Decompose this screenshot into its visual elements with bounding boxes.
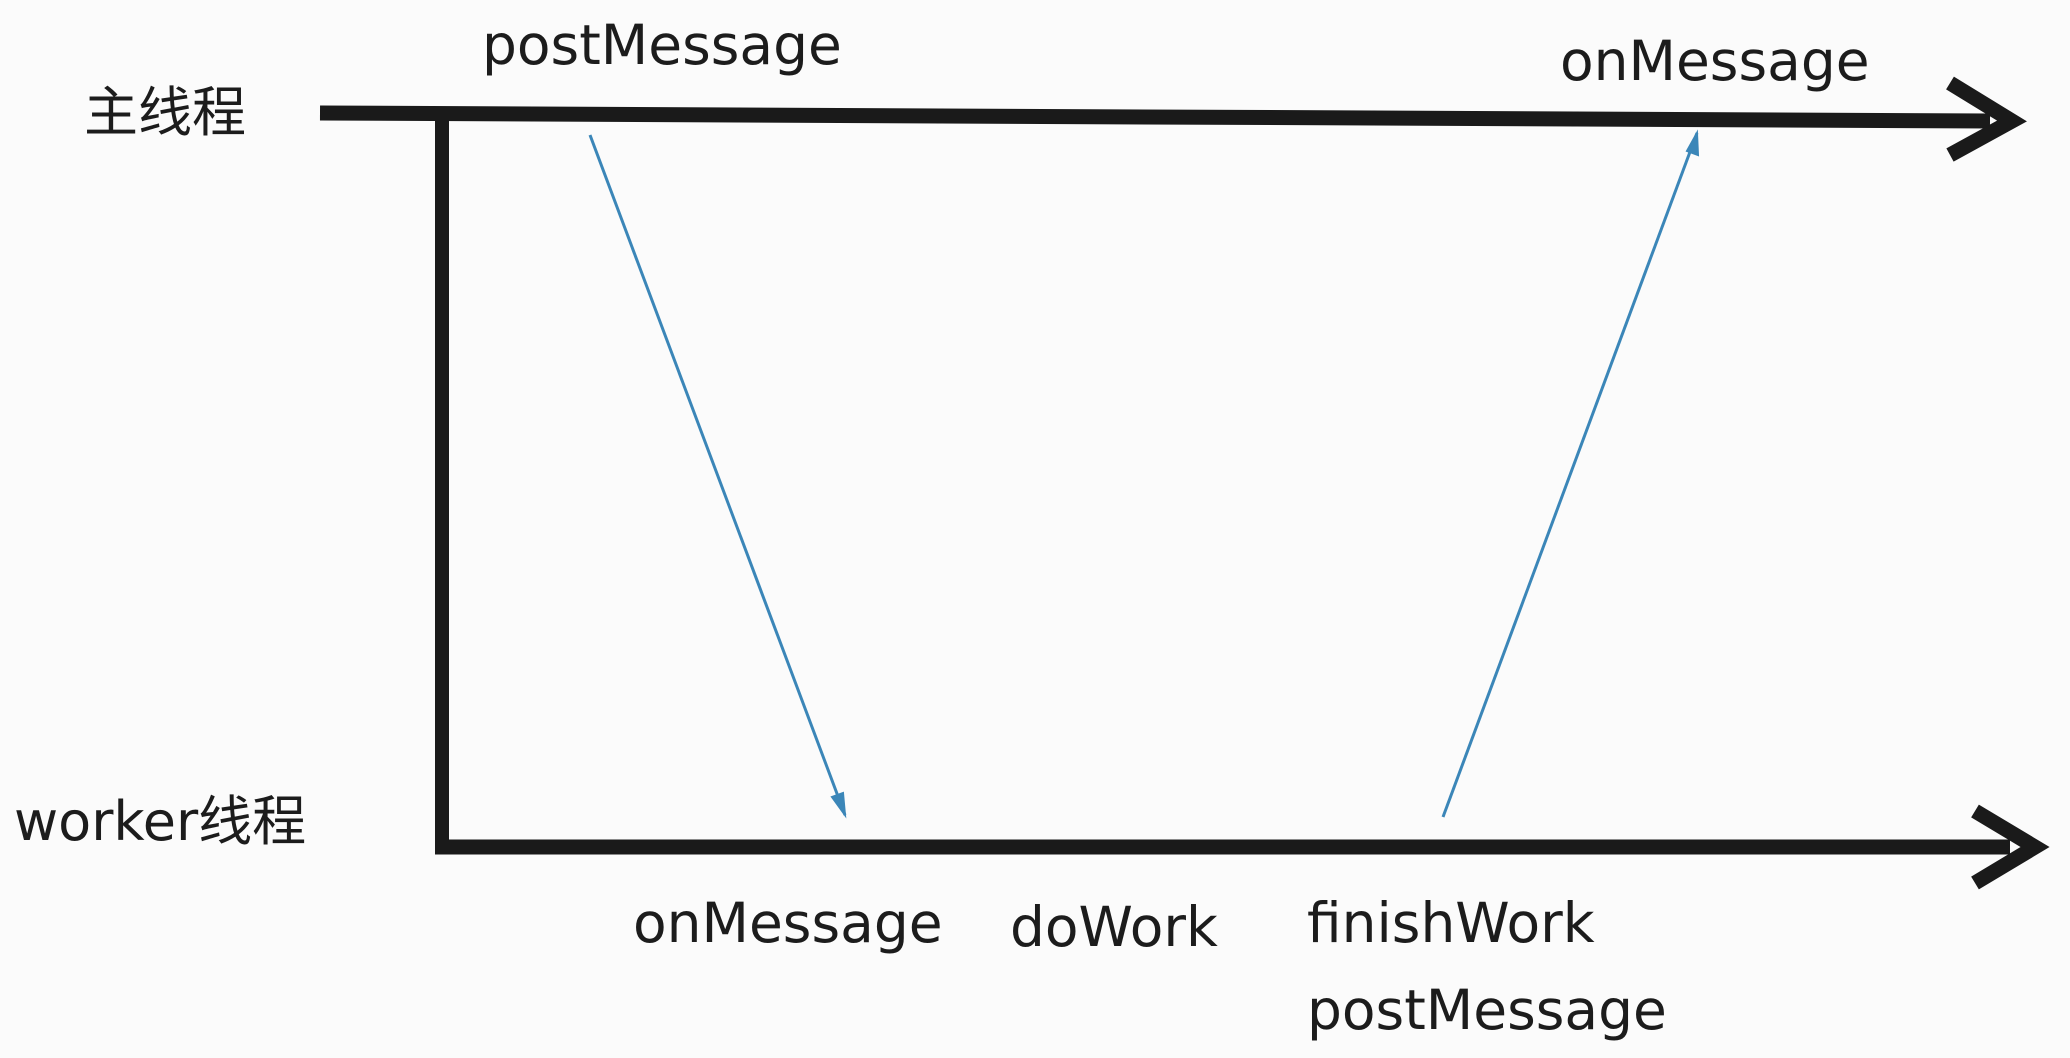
main-thread-timeline	[319, 105, 1991, 129]
main-on-message-label: onMessage	[1560, 29, 1870, 93]
worker-on-message-label: onMessage	[633, 891, 943, 955]
post-message-arrowhead-to-main	[1685, 129, 1700, 157]
main-thread-label: 主线程	[84, 81, 246, 144]
post-message-arrow-to-worker	[588, 134, 847, 816]
main-thread-arrowhead	[1946, 76, 2027, 162]
worker-finish-work-label: finishWork	[1307, 891, 1595, 955]
post-message-arrowhead-to-worker	[830, 791, 847, 819]
worker-post-message-label: postMessage	[1307, 978, 1667, 1042]
main-post-message-label: postMessage	[482, 13, 842, 77]
post-message-arrow-to-main	[1441, 132, 1699, 818]
worker-do-work-label: doWork	[1010, 895, 1218, 959]
worker-thread-label: worker线程	[14, 790, 307, 853]
worker-thread-arrowhead	[1971, 804, 2050, 890]
